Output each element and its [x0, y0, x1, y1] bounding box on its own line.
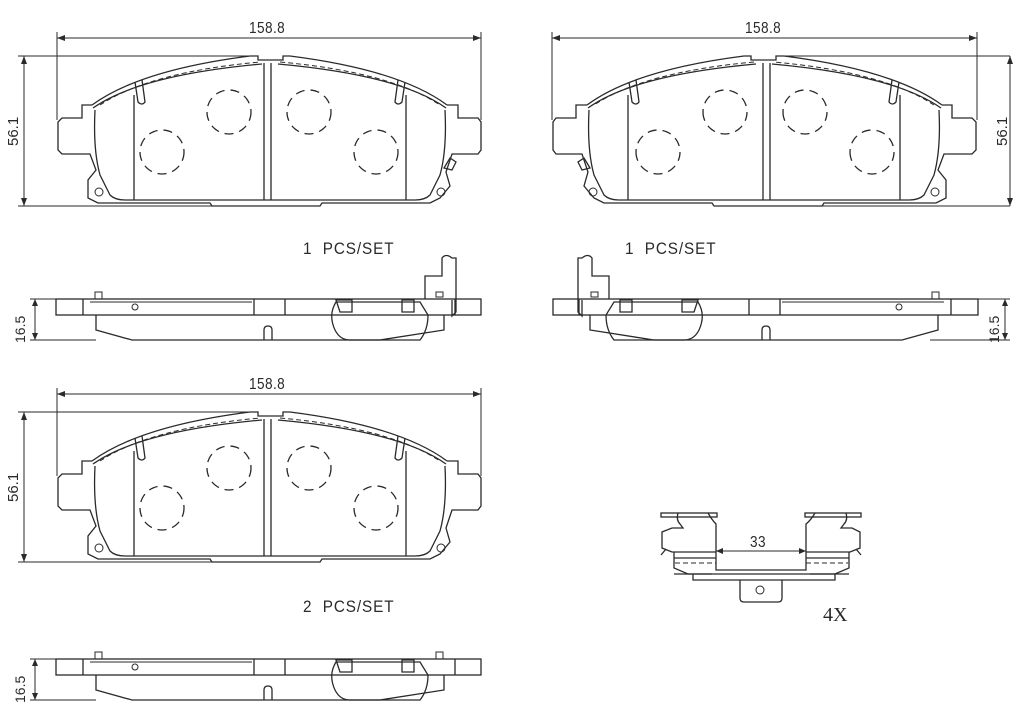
quantity-label: 1 PCS/SET: [625, 239, 717, 258]
pad-bottom-left-side-view: [30, 651, 482, 701]
height-dimension-label: 56.1: [5, 116, 22, 146]
thickness-dimension-label: 16.5: [12, 315, 28, 343]
width-dimension-label: 158.8: [249, 20, 286, 37]
clip-quantity-label: 4X: [823, 604, 848, 626]
hardware-clip-drawing: [660, 512, 862, 603]
height-dimension-label: 56.1: [5, 472, 22, 502]
clip-span-dimension-label: 33: [750, 534, 766, 551]
pad-top-left-front-view: [18, 32, 482, 207]
brake-pad-outline: [57, 55, 482, 207]
width-dimension-label: 158.8: [249, 376, 286, 393]
thickness-dimension-label: 16.5: [12, 675, 28, 703]
pad-top-left-side-view: [30, 254, 482, 341]
height-dimension-label: 56.1: [994, 116, 1011, 146]
quantity-label: 2 PCS/SET: [303, 597, 395, 616]
pad-top-right-side-view: [552, 254, 1010, 341]
pad-bottom-left-front-view: [18, 388, 482, 563]
thickness-dimension-label: 16.5: [986, 315, 1002, 343]
pad-top-right-front-view: [551, 32, 1013, 207]
quantity-label: 1 PCS/SET: [303, 239, 395, 258]
width-dimension-label: 158.8: [745, 20, 782, 37]
